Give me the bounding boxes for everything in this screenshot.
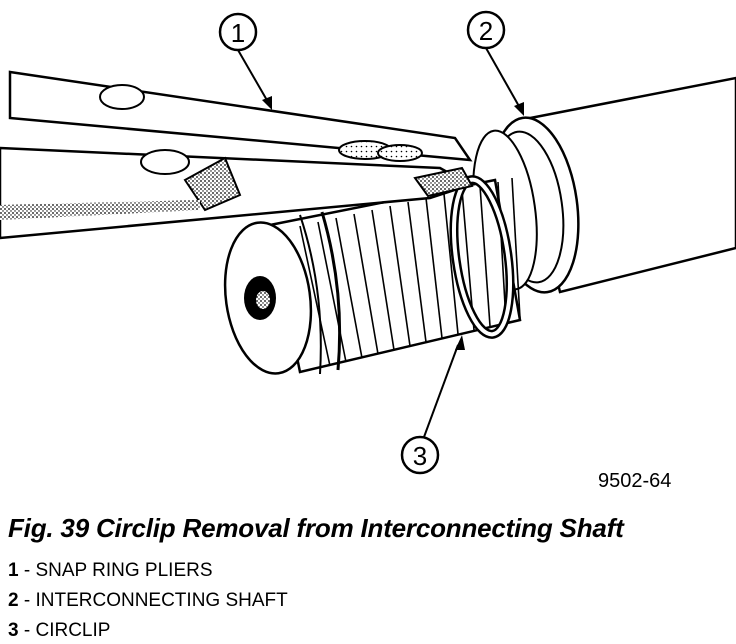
callout-2-number: 2 xyxy=(479,16,493,46)
legend-item-1-part: SNAP RING PLIERS xyxy=(35,560,213,581)
legend-item-3-part: CIRCLIP xyxy=(35,620,111,641)
callout-3: 3 xyxy=(400,335,465,475)
figure-reference-code: 9502-64 xyxy=(598,470,671,492)
circlip-removal-illustration: 1 2 3 9502-64 xyxy=(0,10,736,492)
legend-item-2-number: 2 xyxy=(8,590,19,611)
legend-item-1-number: 1 xyxy=(8,560,19,581)
snap-ring-pliers xyxy=(0,70,474,240)
callout-3-number: 3 xyxy=(413,441,427,471)
callout-1-number: 1 xyxy=(231,18,245,48)
circlip xyxy=(449,175,515,339)
legend-item-3: 3 - CIRCLIP xyxy=(8,620,110,642)
callout-1: 1 xyxy=(218,12,272,110)
legend-item-2: 2 - INTERCONNECTING SHAFT xyxy=(8,590,288,612)
legend-item-2-part: INTERCONNECTING SHAFT xyxy=(35,590,288,611)
figure-caption: Fig. 39 Circlip Removal from Interconnec… xyxy=(8,513,624,543)
legend-item-1-separator: - xyxy=(23,560,36,581)
interconnecting-shaft xyxy=(472,76,736,294)
callout-2: 2 xyxy=(466,10,524,116)
legend-item-1: 1 - SNAP RING PLIERS xyxy=(8,560,213,582)
legend-item-2-separator: - xyxy=(23,590,36,611)
legend-item-3-separator: - xyxy=(23,620,36,641)
legend-item-3-number: 3 xyxy=(8,620,19,641)
